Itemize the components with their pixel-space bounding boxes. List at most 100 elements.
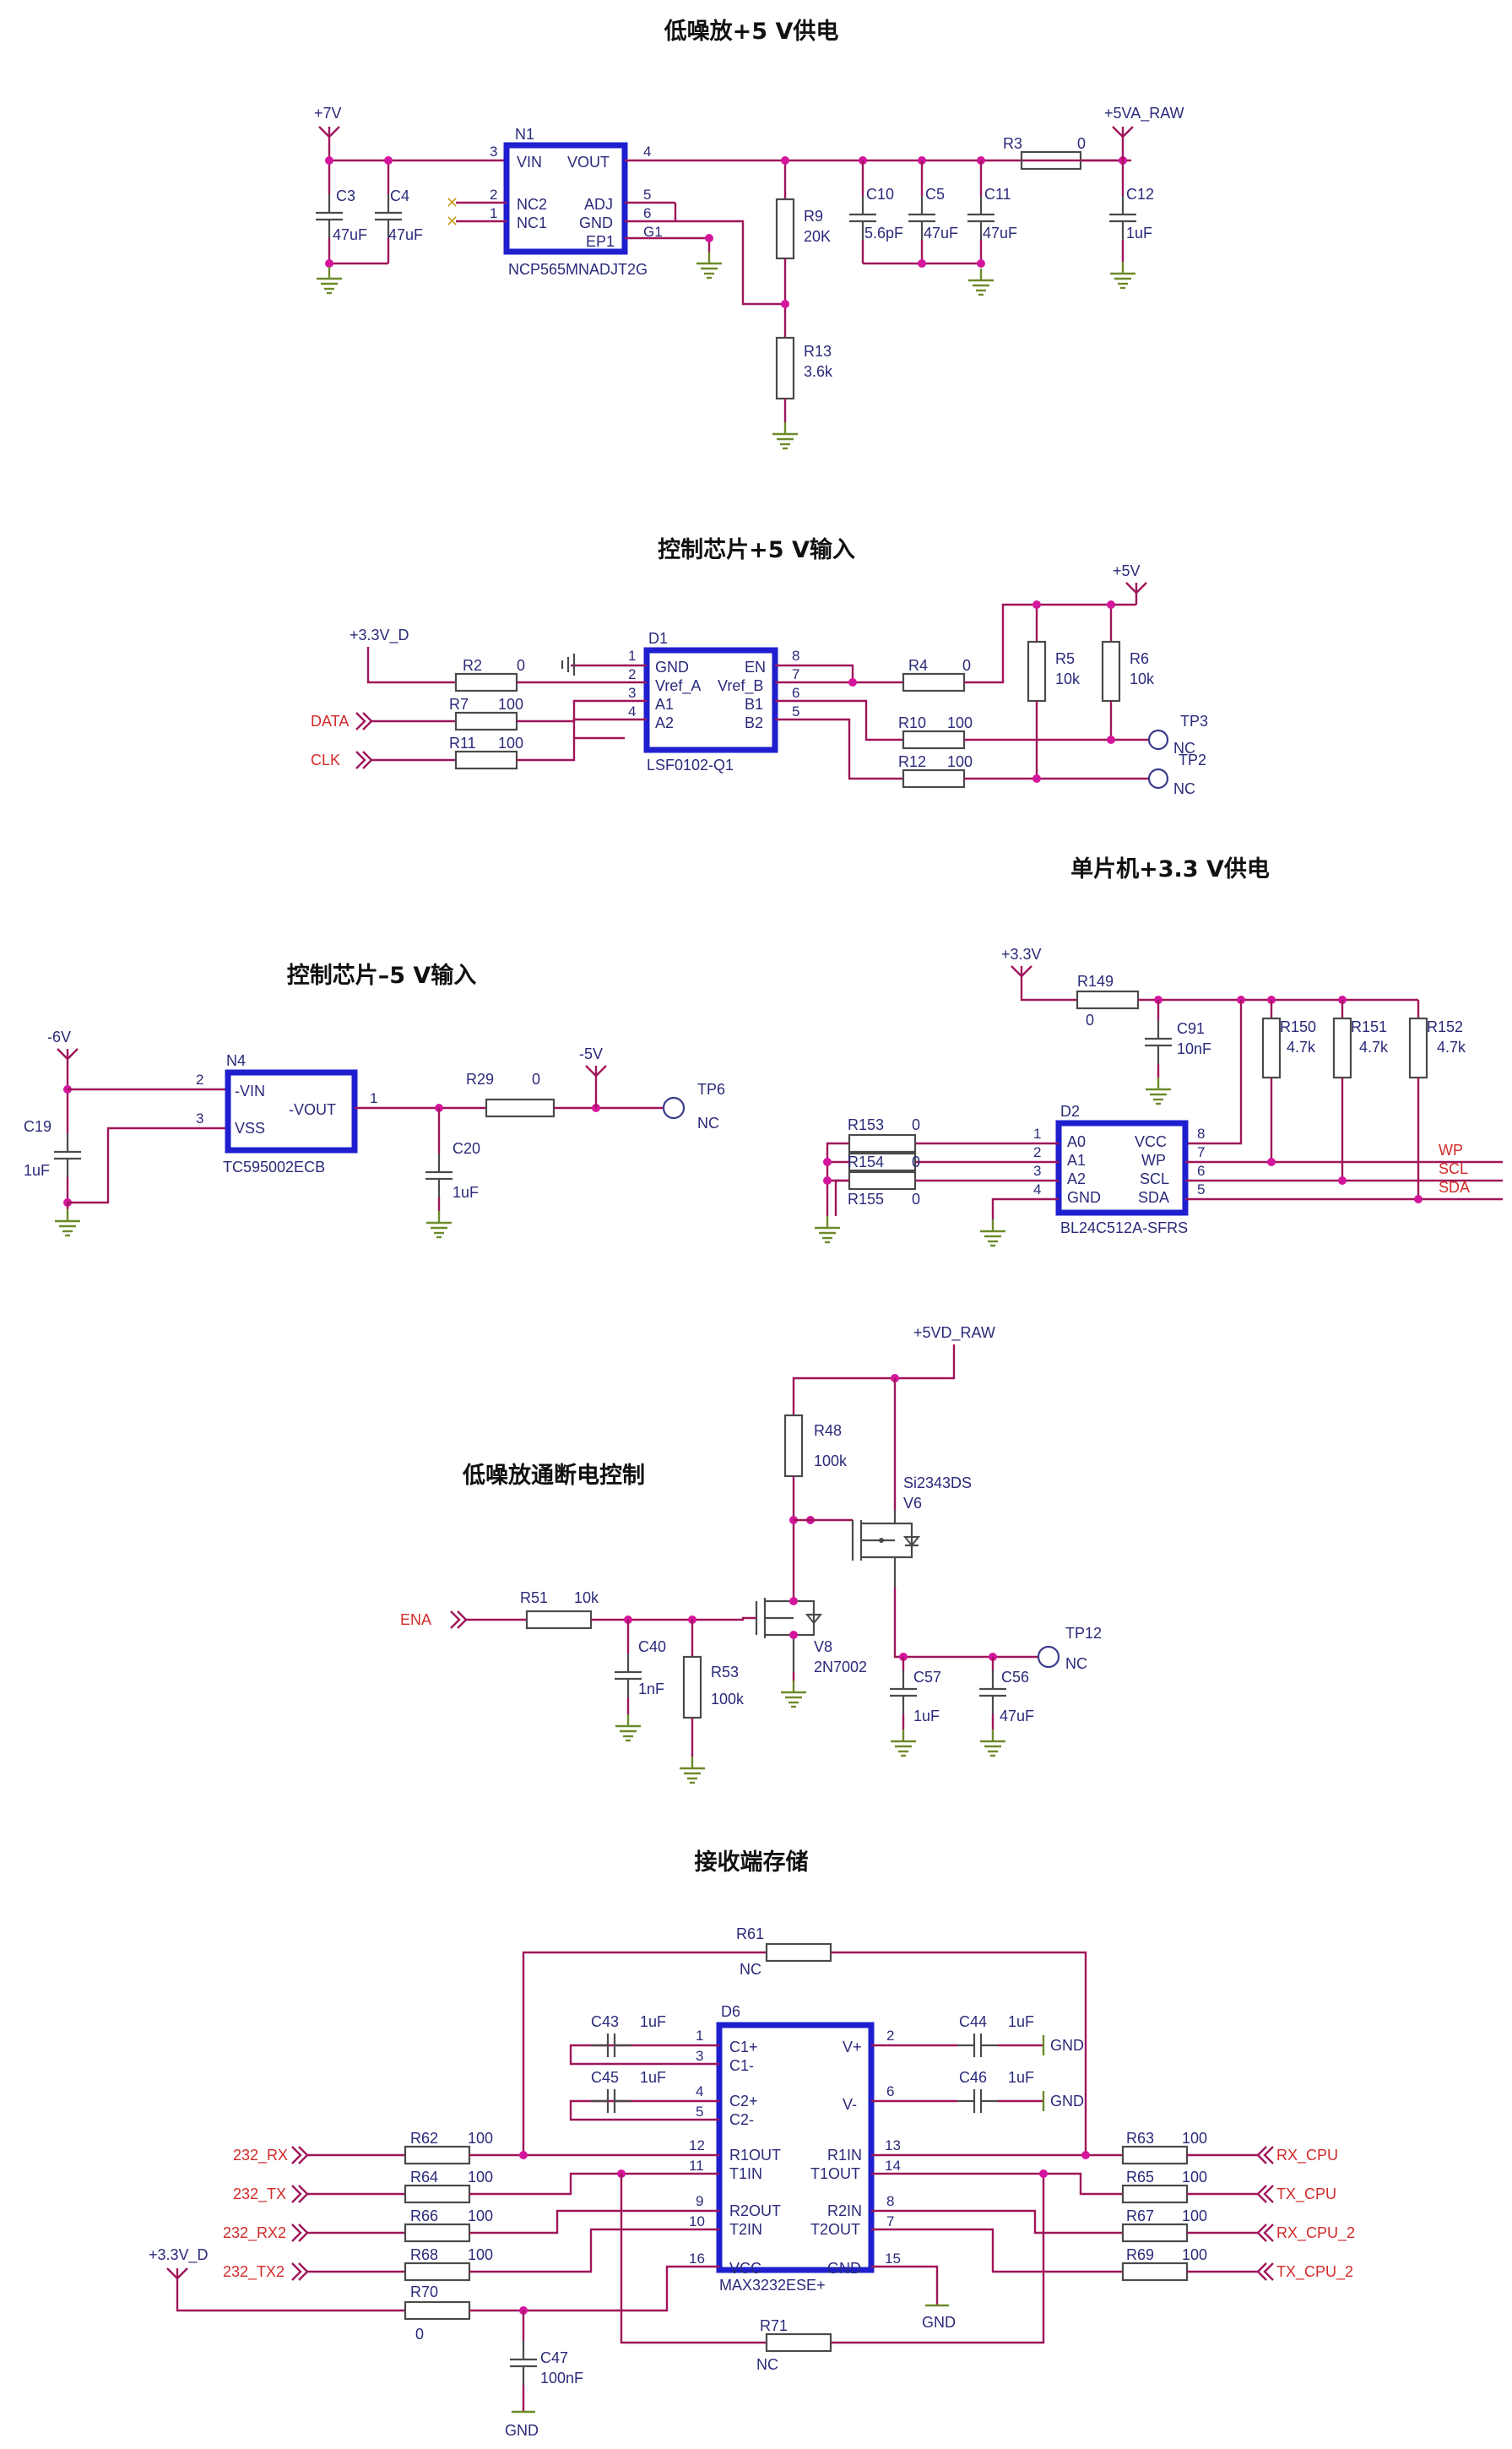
c4-value: 47uF bbox=[388, 226, 423, 243]
nc-mark: ✕ bbox=[446, 194, 458, 211]
n1-pinnum-2: 2 bbox=[490, 187, 497, 203]
tp6-ref: TP6 bbox=[697, 1081, 725, 1098]
r4-ref: R4 bbox=[908, 657, 928, 674]
d2-pin-sda: SDA bbox=[1138, 1189, 1169, 1206]
d1-pinnum-3: 3 bbox=[628, 685, 636, 701]
r7-value: 100 bbox=[498, 696, 523, 713]
c91-ref: C91 bbox=[1177, 1020, 1205, 1037]
net-232-tx2: 232_TX2 bbox=[223, 2263, 285, 2281]
d1-part: LSF0102-Q1 bbox=[647, 757, 734, 774]
d6-pinnum-15: 15 bbox=[885, 2251, 901, 2267]
r13-value: 3.6k bbox=[804, 363, 833, 380]
v8-part: 2N7002 bbox=[814, 1659, 867, 1675]
section-mcu-3v3: 单片机+3.3 V供电 +3.3V R149 0 C91 10nF R150 4… bbox=[813, 856, 1503, 1247]
d6-gnd-label: GND bbox=[922, 2314, 956, 2331]
r5-value: 10k bbox=[1055, 671, 1081, 687]
r69-value: 100 bbox=[1182, 2246, 1207, 2263]
d1-ref: D1 bbox=[648, 630, 668, 647]
n4-pin-vss: VSS bbox=[235, 1120, 265, 1137]
d2-pin-gnd: GND bbox=[1067, 1189, 1101, 1206]
d1-pin-vrefb: Vref_B bbox=[718, 677, 763, 695]
c56-ref: C56 bbox=[1001, 1669, 1029, 1686]
net-rx-cpu-2: RX_CPU_2 bbox=[1276, 2224, 1355, 2242]
d6-pinnum-8: 8 bbox=[886, 2193, 894, 2209]
section-title-lna-switch: 低噪放通断电控制 bbox=[462, 1462, 645, 1489]
net-232-rx2: 232_RX2 bbox=[223, 2224, 286, 2242]
r51-value: 10k bbox=[574, 1589, 599, 1606]
d6-pin-r1out: R1OUT bbox=[729, 2147, 781, 2164]
net-232-tx: 232_TX bbox=[233, 2186, 286, 2203]
r71-value: NC bbox=[756, 2356, 778, 2373]
tp3-ref: TP3 bbox=[1180, 713, 1208, 730]
r9-ref: R9 bbox=[804, 208, 823, 225]
net-wp: WP bbox=[1439, 1142, 1463, 1159]
r61-value: NC bbox=[740, 1961, 761, 1978]
d2-pin-scl: SCL bbox=[1140, 1170, 1169, 1187]
d1-pinnum-1: 1 bbox=[628, 648, 636, 664]
r151-value: 4.7k bbox=[1359, 1039, 1389, 1056]
d2-chip bbox=[1055, 1120, 1189, 1216]
r62-value: 100 bbox=[468, 2130, 493, 2147]
v6-part: Si2343DS bbox=[903, 1474, 972, 1491]
c5-ref: C5 bbox=[925, 186, 945, 203]
r69-ref: R69 bbox=[1126, 2246, 1154, 2263]
d6-pin-vcc: VCC bbox=[729, 2260, 761, 2277]
d6-pin-r1in: R1IN bbox=[827, 2147, 862, 2164]
d6-pinnum-7: 7 bbox=[886, 2213, 894, 2229]
d1-pinnum-8: 8 bbox=[792, 648, 799, 664]
d1-pin-a1: A1 bbox=[655, 696, 674, 713]
r152-ref: R152 bbox=[1427, 1018, 1463, 1035]
n1-pin-vout: VOUT bbox=[567, 154, 610, 171]
r68-ref: R68 bbox=[410, 2246, 438, 2263]
c47-gnd: GND bbox=[505, 2422, 539, 2439]
d2-pinnum-5: 5 bbox=[1197, 1181, 1205, 1197]
d1-pinnum-5: 5 bbox=[792, 703, 799, 719]
r155-ref: R155 bbox=[848, 1191, 884, 1208]
r64-ref: R64 bbox=[410, 2169, 438, 2186]
section-rs232: 接收端存储 R61 NC D6 MAX3232ESE+ C1+ C1- C2+ … bbox=[149, 1849, 1355, 2439]
n1-chip bbox=[503, 142, 628, 255]
d6-pin-c2p: C2+ bbox=[729, 2093, 758, 2110]
r153-value: 0 bbox=[912, 1116, 920, 1133]
d2-pinnum-3: 3 bbox=[1033, 1163, 1041, 1179]
n1-pinnum-g1: G1 bbox=[643, 224, 663, 240]
n1-pinnum-4: 4 bbox=[643, 144, 651, 160]
d1-chip bbox=[643, 647, 778, 753]
r66-value: 100 bbox=[468, 2207, 493, 2224]
d2-pin-a2: A2 bbox=[1067, 1170, 1086, 1187]
net-plus7v: +7V bbox=[314, 105, 342, 122]
c45-ref: C45 bbox=[591, 2069, 619, 2086]
net-tx-cpu-2: TX_CPU_2 bbox=[1276, 2263, 1353, 2281]
r67-value: 100 bbox=[1182, 2207, 1207, 2224]
r150-ref: R150 bbox=[1280, 1018, 1316, 1035]
n4-pin-vout: -VOUT bbox=[289, 1101, 336, 1118]
c44-value: 1uF bbox=[1008, 2013, 1034, 2030]
n1-pinnum-3: 3 bbox=[490, 144, 497, 160]
d2-pin-wp: WP bbox=[1141, 1152, 1166, 1169]
d1-pin-vrefa: Vref_A bbox=[655, 677, 701, 695]
r65-value: 100 bbox=[1182, 2169, 1207, 2186]
r71-ref: R71 bbox=[760, 2317, 788, 2334]
d6-ref: D6 bbox=[721, 2003, 740, 2020]
d2-ref: D2 bbox=[1060, 1103, 1080, 1120]
n4-pinnum-2: 2 bbox=[196, 1072, 203, 1088]
d2-pinnum-6: 6 bbox=[1197, 1163, 1205, 1179]
section-title-ctrl-neg5v: 控制芯片–5 V输入 bbox=[287, 962, 477, 989]
c57-value: 1uF bbox=[913, 1708, 940, 1724]
d6-pin-t1out: T1OUT bbox=[810, 2165, 860, 2182]
section-neg5v: 控制芯片–5 V输入 -6V C19 1uF N4 TC595002ECB -V… bbox=[24, 962, 725, 1239]
r63-value: 100 bbox=[1182, 2130, 1207, 2147]
v8-ref: V8 bbox=[814, 1638, 832, 1655]
r11-value: 100 bbox=[498, 735, 523, 752]
net-232-rx: 232_RX bbox=[233, 2147, 288, 2164]
d1-pinnum-4: 4 bbox=[628, 703, 636, 719]
n4-chip bbox=[225, 1069, 358, 1154]
net-ena: ENA bbox=[400, 1611, 431, 1628]
c19-value: 1uF bbox=[24, 1162, 50, 1179]
d1-pin-a2: A2 bbox=[655, 714, 674, 731]
net-3v3-d-s6: +3.3V_D bbox=[149, 2246, 209, 2264]
r2-value: 0 bbox=[517, 657, 525, 674]
tp6-nc: NC bbox=[697, 1115, 719, 1132]
r63-ref: R63 bbox=[1126, 2130, 1154, 2147]
d6-pinnum-3: 3 bbox=[696, 2048, 703, 2064]
